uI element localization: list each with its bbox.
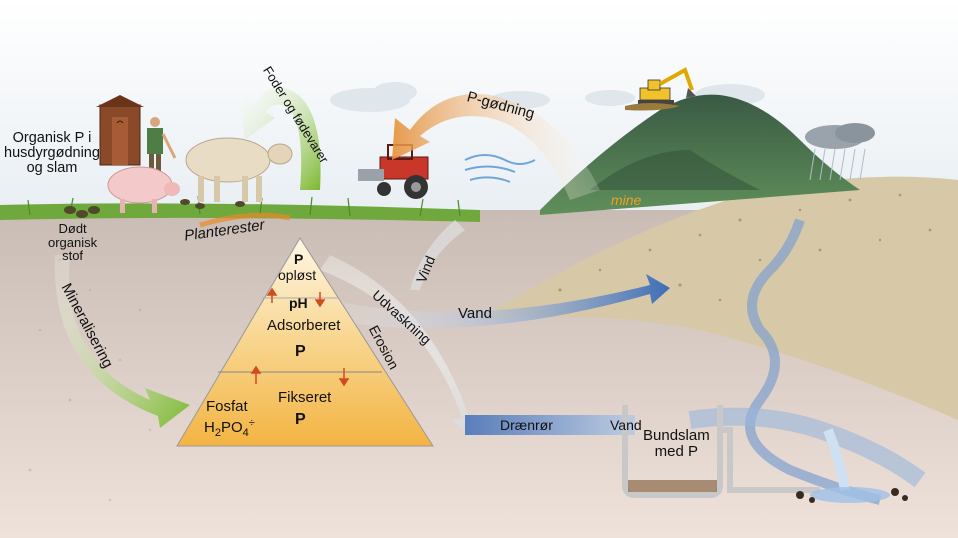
mineralisering-arrow	[54, 255, 190, 428]
mine-pit	[590, 150, 760, 190]
excavator-icon	[625, 67, 696, 111]
manure-pellets	[64, 199, 245, 218]
label-mine: mine	[611, 192, 642, 208]
soil-texture	[28, 258, 152, 502]
label-vand-bottom: Vand	[610, 417, 642, 433]
cow-icon	[185, 137, 293, 202]
outhouse-icon	[96, 95, 144, 166]
vind-arrow-stem	[410, 220, 465, 290]
pyramid-arrows	[250, 287, 350, 387]
pyramid-adsorberet: Adsorberet	[267, 317, 341, 334]
pyramid-ph: pH	[289, 295, 308, 311]
sediment-hill	[480, 176, 958, 420]
p-godning-arrow	[392, 94, 600, 200]
rain-cloud-icon	[805, 123, 875, 181]
river	[745, 218, 882, 505]
waterfall-icon	[796, 428, 908, 503]
river-lower	[688, 407, 926, 488]
planterester-marker	[199, 212, 291, 228]
pig-icon	[107, 166, 180, 213]
udvaskning-arrow	[320, 255, 480, 440]
fosfat-formula: H2PO4÷	[204, 417, 255, 439]
pyramid-top-oplost: opløst	[278, 267, 317, 283]
label-bundslam: Bundslam med P	[643, 427, 710, 460]
phosphorus-pyramid	[176, 237, 434, 447]
wind-swirl-icon	[464, 154, 536, 183]
vand-arrow	[330, 274, 670, 329]
label-dodt-organisk-stof: Dødt organisk stof	[48, 221, 98, 264]
clouds	[330, 82, 765, 112]
label-vand-right: Vand	[458, 305, 492, 322]
label-organisk-p: Organisk P i husdyrgødning og slam	[4, 130, 100, 177]
pyramid-adsorberet-p: P	[295, 343, 306, 360]
pyramid-fikseret: Fikseret	[278, 389, 332, 406]
pyramid-top-p: P	[294, 251, 304, 267]
pyramid-fikseret-p: P	[295, 411, 306, 428]
label-fosfat: Fosfat	[206, 398, 248, 415]
foder-arrow	[240, 87, 321, 190]
pipe-icon	[465, 405, 820, 498]
label-draenror: Drænrør	[500, 417, 553, 433]
